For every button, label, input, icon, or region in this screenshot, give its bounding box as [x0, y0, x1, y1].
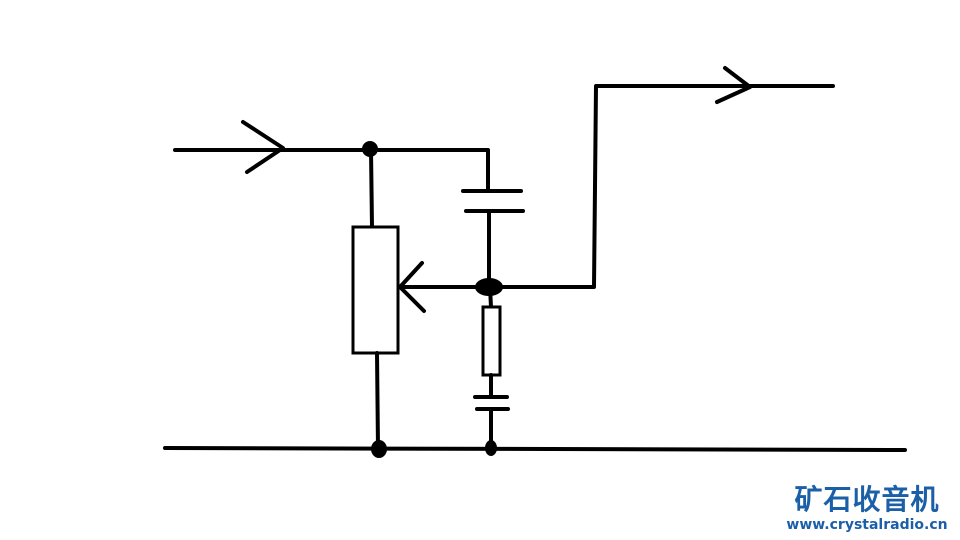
output-arrow — [715, 66, 752, 104]
watermark-title: 矿石收音机 — [794, 483, 940, 516]
output-wire — [487, 84, 835, 289]
watermark-logo: 矿石收音机 www.crystalradio.cn — [782, 484, 952, 534]
resistor — [481, 305, 502, 377]
junction-dot-ground-left — [371, 440, 387, 458]
pot-lead-top — [369, 148, 374, 229]
potentiometer — [351, 225, 400, 355]
watermark-url: www.crystalradio.cn — [786, 517, 948, 533]
ground-rail — [163, 446, 907, 452]
junction-dot-top — [362, 141, 378, 157]
input-wire — [173, 148, 490, 192]
junction-dot-middle — [475, 278, 503, 296]
input-arrow — [241, 120, 285, 174]
wiper-arrow-icon — [398, 261, 426, 313]
pot-lead-bottom — [375, 351, 380, 450]
junction-dot-ground-right — [485, 440, 497, 456]
